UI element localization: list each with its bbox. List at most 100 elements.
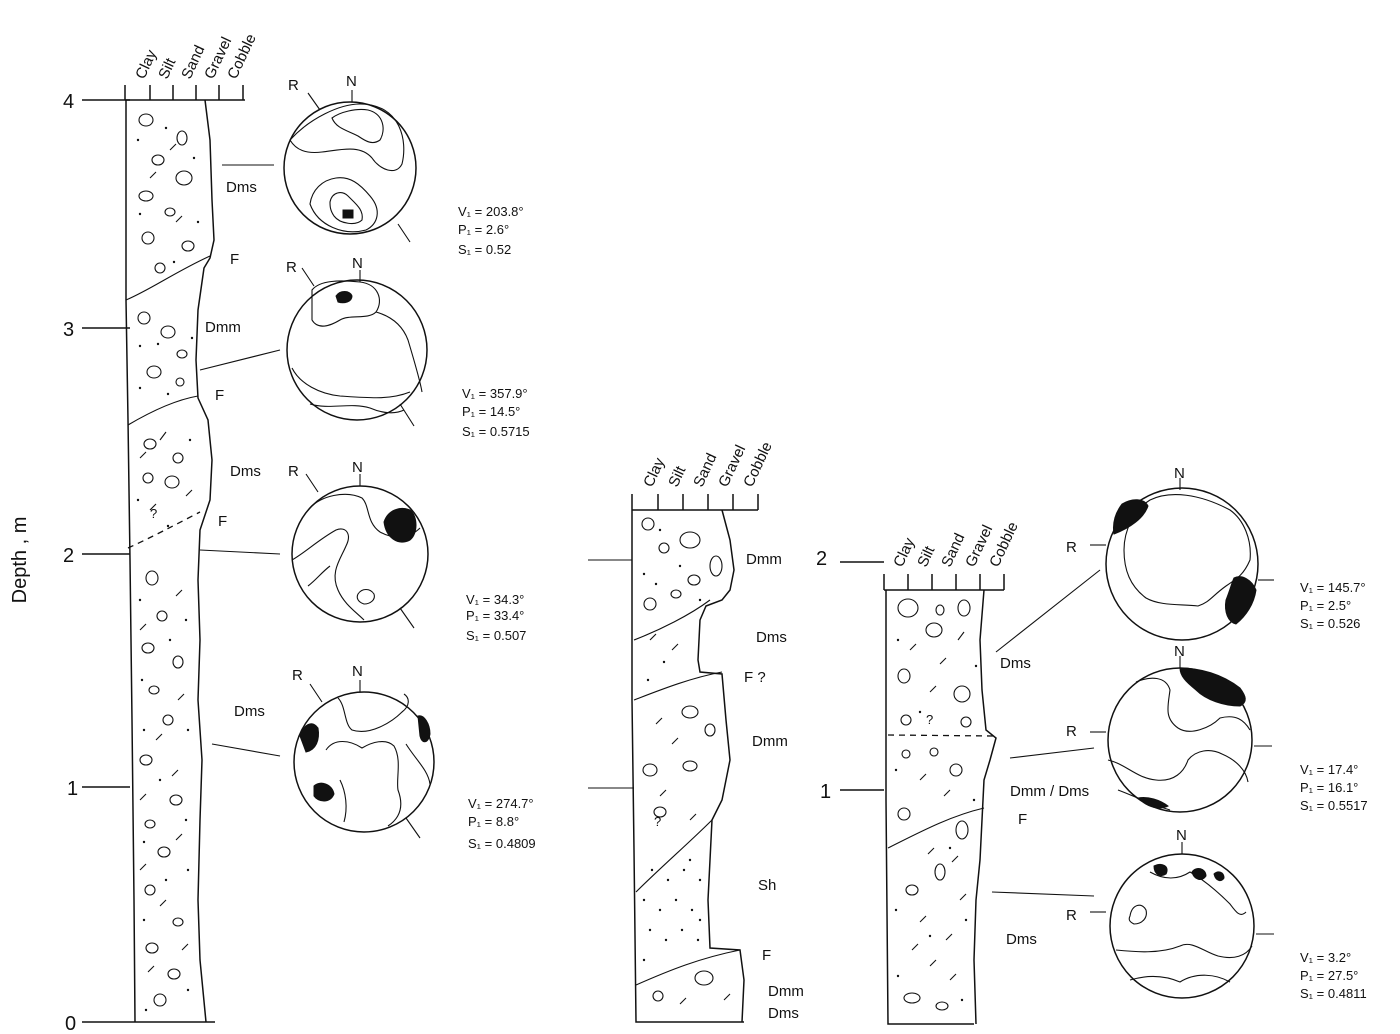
stereonet-r-label: R: [292, 667, 303, 684]
stereonet-s: S₁ = 0.5715: [462, 424, 530, 439]
stereonet-3: R N: [288, 459, 429, 629]
facies-label: Dms: [1006, 931, 1037, 948]
grain-silt-2: Silt: [665, 463, 690, 490]
grain-clay-3: Clay: [890, 535, 918, 570]
facies-label: Dms: [230, 463, 261, 480]
stereonet-7: R N: [1066, 827, 1274, 999]
depth-tick-1: 1: [67, 778, 78, 800]
stereonet-n-label: N: [1174, 643, 1185, 660]
facies-label: F: [215, 387, 224, 404]
stereonet-p: P₁ = 14.5°: [462, 404, 520, 419]
svg-text:?: ?: [926, 712, 933, 727]
svg-text:?: ?: [654, 814, 661, 829]
depth-tick-3: 3: [63, 319, 74, 341]
stereonet-p: P₁ = 16.1°: [1300, 780, 1358, 795]
clasts-2: [641, 517, 723, 1002]
stereonet-5: R N: [1066, 465, 1274, 641]
facies-label: Dms: [1000, 655, 1031, 672]
stereonet-r-label: R: [1066, 723, 1077, 740]
sand-dots-1: [136, 126, 200, 1012]
facies-label: Dms: [756, 629, 787, 646]
stereonet-p: P₁ = 2.6°: [458, 222, 509, 237]
stereonet-s: S₁ = 0.526: [1300, 616, 1360, 631]
facies-label: F: [218, 513, 227, 530]
stereonet-n-label: N: [1176, 827, 1187, 844]
depth-tick-4: 4: [63, 91, 74, 113]
stereonet-6: R N: [1066, 643, 1272, 813]
facies-label: F: [230, 251, 239, 268]
clasts-1: [137, 113, 195, 1007]
log-column-1: [125, 99, 215, 1023]
facies-label: F: [1018, 811, 1027, 828]
facies-label: Dms: [234, 703, 265, 720]
grain-size-scale-1: Clay Silt Sand Gravel Cobble: [124, 31, 260, 101]
stereonet-v: V₁ = 274.7°: [468, 796, 534, 811]
stereonet-s: S₁ = 0.5517: [1300, 798, 1368, 813]
stereonet-n-label: N: [346, 73, 357, 90]
stereonet-s: S₁ = 0.507: [466, 628, 526, 643]
clasts-3: [897, 598, 972, 1011]
depth-axis-label: Depth , m: [9, 517, 31, 604]
stereonet-s: S₁ = 0.4809: [468, 836, 536, 851]
stereonet-v: V₁ = 3.2°: [1300, 950, 1351, 965]
depth-tick-1-right: 1: [820, 781, 831, 803]
stereonet-v: V₁ = 145.7°: [1300, 580, 1366, 595]
stereonet-2: R N: [286, 255, 428, 427]
grain-clay-1: Clay: [132, 47, 160, 82]
section-1: Clay Silt Sand Gravel Cobble: [124, 31, 536, 1023]
facies-label: Dmm: [752, 733, 788, 750]
stereonet-n-label: N: [352, 663, 363, 680]
grain-cobble-1: Cobble: [224, 31, 260, 81]
stereonet-4: R N: [292, 663, 435, 839]
fabric-dashes-1: [139, 143, 193, 973]
grain-cobble-2: Cobble: [740, 439, 776, 489]
sand-dots-3: [894, 638, 978, 1002]
grain-clay-2: Clay: [640, 455, 668, 490]
facies-label: Dms: [768, 1005, 799, 1022]
section-2: Clay Silt Sand Gravel Cobble: [588, 439, 804, 1023]
depth-tick-2-right: 2: [816, 548, 827, 570]
stereonet-p: P₁ = 27.5°: [1300, 968, 1358, 983]
depth-axis: Depth , m 4 3 2 1 0: [9, 91, 215, 1034]
facies-label: Dmm / Dms: [1010, 783, 1089, 800]
stereonet-s: S₁ = 0.52: [458, 242, 511, 257]
stereonet-n-label: N: [352, 459, 363, 476]
facies-label: Dmm: [746, 551, 782, 568]
log-column-2: [631, 509, 745, 1023]
stereonet-1: R N: [283, 73, 417, 243]
grain-size-scale-3: Clay Silt Sand Gravel Cobble: [883, 519, 1022, 591]
log-column-3: [885, 589, 997, 1025]
stereonet-r-label: R: [1066, 907, 1077, 924]
stereonet-r-label: R: [288, 77, 299, 94]
facies-label: Dmm: [768, 983, 804, 1000]
grain-cobble-3: Cobble: [986, 519, 1022, 569]
stereonet-v: V₁ = 34.3°: [466, 592, 524, 607]
grain-silt-1: Silt: [155, 55, 180, 82]
fabric-dashes-3: [909, 631, 967, 981]
stereonet-r-label: R: [1066, 539, 1077, 556]
grain-silt-3: Silt: [914, 543, 939, 570]
facies-label: F ?: [744, 669, 766, 686]
facies-label: Dms: [226, 179, 257, 196]
stereonet-v: V₁ = 17.4°: [1300, 762, 1358, 777]
sand-dots-2: [642, 528, 702, 962]
fabric-dashes-2: [649, 633, 731, 1005]
stereonet-n-label: N: [1174, 465, 1185, 482]
facies-label: Sh: [758, 877, 776, 894]
facies-label: Dmm: [205, 319, 241, 336]
facies-label: F: [762, 947, 771, 964]
stereonet-r-label: R: [288, 463, 299, 480]
stereonet-p: P₁ = 2.5°: [1300, 598, 1351, 613]
stereonet-s: S₁ = 0.4811: [1300, 986, 1367, 1001]
stereonet-p: P₁ = 8.8°: [468, 814, 519, 829]
depth-tick-2: 2: [63, 545, 74, 567]
stereonet-v: V₁ = 357.9°: [462, 386, 528, 401]
stereonet-v: V₁ = 203.8°: [458, 204, 524, 219]
svg-text:?: ?: [150, 506, 157, 521]
stereonet-r-label: R: [286, 259, 297, 276]
stereonet-p: P₁ = 33.4°: [466, 608, 524, 623]
grain-size-scale-2: Clay Silt Sand Gravel Cobble: [631, 439, 776, 511]
section-3: 2 1 Clay Silt Sand Gravel Cobble: [816, 465, 1368, 1025]
depth-tick-0: 0: [65, 1013, 76, 1034]
